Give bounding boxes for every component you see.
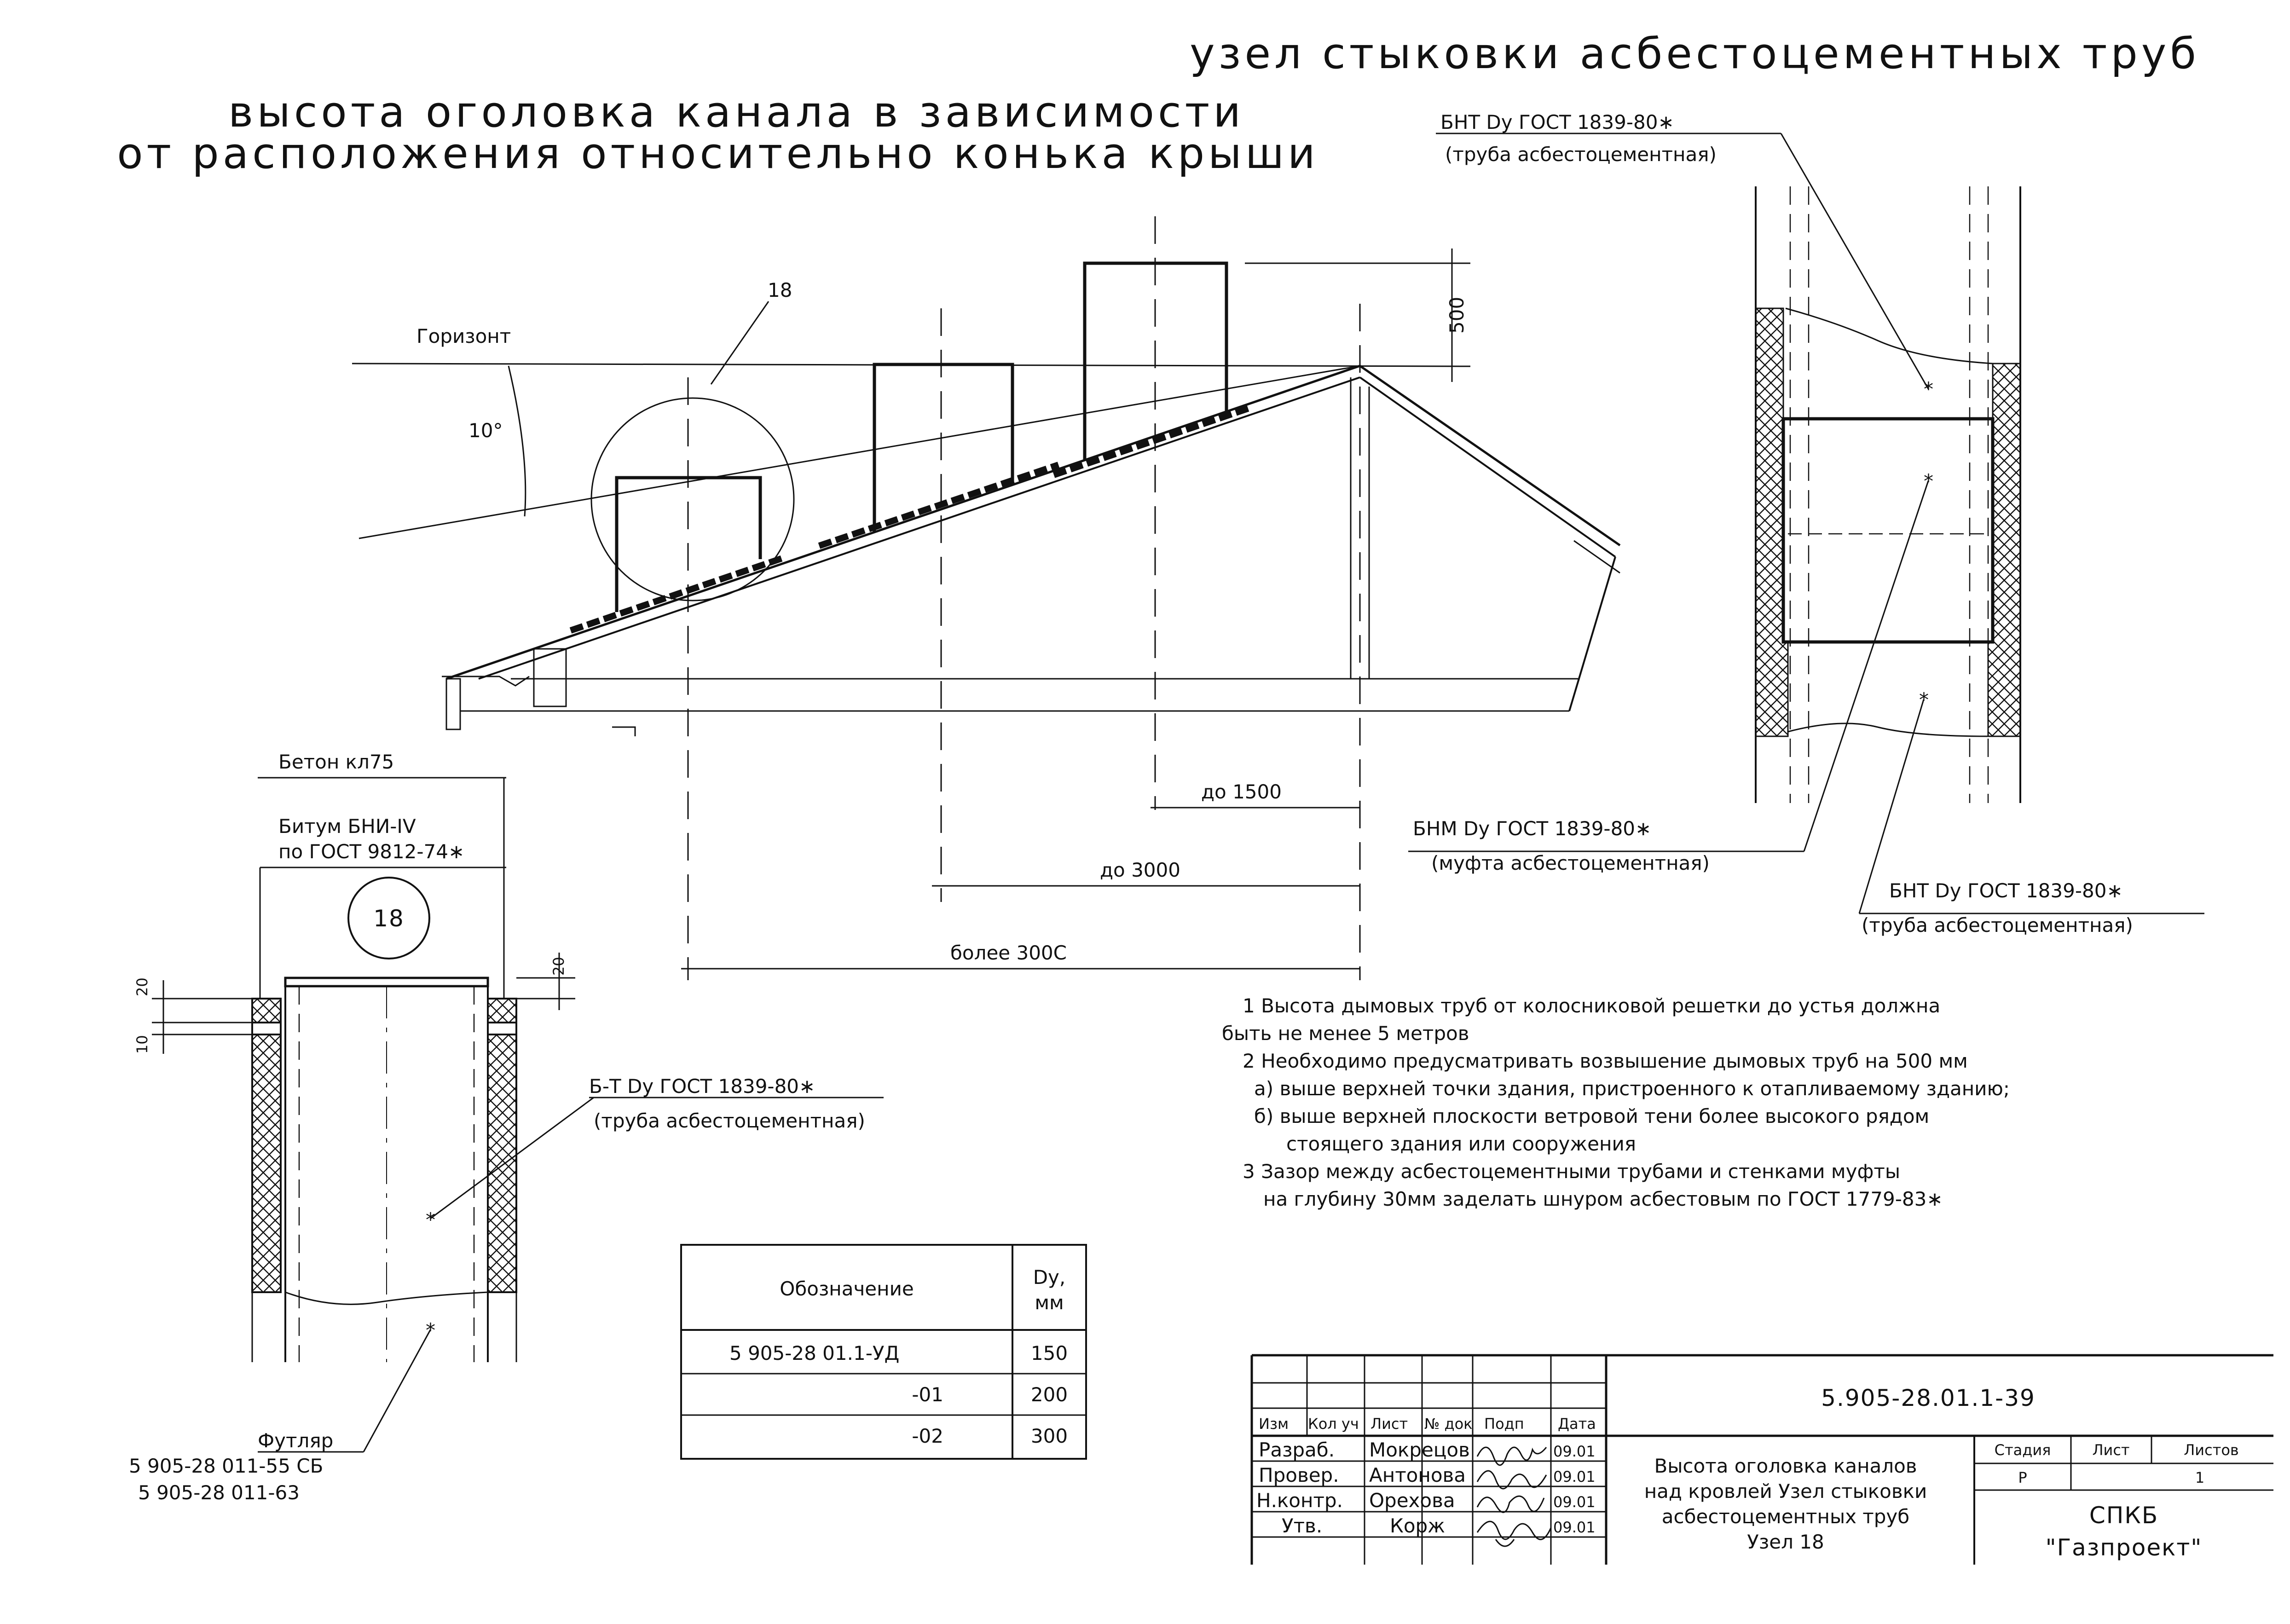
spec-row-name: -01 — [912, 1383, 943, 1406]
bnt-top-sub: (труба асбестоцементная) — [1445, 143, 1717, 166]
spec-row-name: 5 905-28 01.1-УД — [729, 1342, 899, 1364]
joint-title: узел стыковки асбестоцементных труб — [1190, 29, 2200, 78]
notes: 1 Высота дымовых труб от колосниковой ре… — [1222, 994, 2010, 1210]
spec-table: Обозначение Dy, мм 5 905-28 01.1-УД 150 … — [680, 1244, 1087, 1460]
sheets-label: Листов — [2184, 1441, 2239, 1459]
title-block: 5.905-28.01.1-39 Изм Кол уч Лист № док П… — [1250, 1354, 2273, 1565]
role-label: Н.контр. — [1256, 1489, 1343, 1512]
bitumen-label: Битум БНИ-IV — [278, 815, 416, 838]
bitumen-gost-label: по ГОСТ 9812-74∗ — [278, 840, 464, 863]
case-ref1: 5 905-28 011-55 СБ — [129, 1455, 323, 1477]
spec-row-name: -02 — [912, 1425, 943, 1447]
spec-header-name: Обозначение — [780, 1277, 914, 1300]
node-marker: 18 — [373, 905, 405, 932]
signatures — [1476, 1446, 1552, 1547]
dim-500: 500 — [1446, 297, 1468, 334]
asterisk-mark: * — [1924, 378, 1933, 400]
bnt-bottom-label: БНТ Dy ГОСТ 1839-80∗ — [1889, 879, 2123, 902]
spec-row-dy: 200 — [1031, 1383, 1068, 1406]
node-18-detail: Бетон кл75 Битум БНИ-IV по ГОСТ 9812-74∗… — [129, 751, 884, 1504]
dim-10-left: 10 — [133, 1035, 151, 1054]
bnm-sub: (муфта асбестоцементная) — [1431, 852, 1710, 874]
doc-title-1: Высота оголовка каналов — [1654, 1455, 1917, 1477]
role-label: Разраб. — [1259, 1439, 1335, 1461]
note-line: 3 Зазор между асбестоцементными трубами … — [1243, 1160, 1900, 1183]
sheets-value: 1 — [2195, 1469, 2204, 1486]
org-line-1: СПКБ — [2089, 1502, 2158, 1529]
role-label: Утв. — [1282, 1514, 1322, 1537]
note-line: на глубину 30мм заделать шнуром асбестов… — [1263, 1188, 1943, 1210]
pipe-label: Б-Т Dy ГОСТ 1839-80∗ — [589, 1075, 815, 1098]
note-line: 2 Необходимо предусматривать возвышение … — [1243, 1050, 1968, 1072]
col-izm: Изм — [1259, 1415, 1289, 1433]
doc-title-4: Узел 18 — [1747, 1531, 1824, 1553]
horizon-label: Горизонт — [416, 325, 511, 347]
spec-row-dy: 300 — [1031, 1425, 1068, 1447]
note-line: быть не менее 5 метров — [1222, 1022, 1469, 1045]
role-date: 09.01 — [1553, 1519, 1596, 1536]
spec-header-unit: мм — [1035, 1291, 1064, 1314]
case-ref2: 5 905-28 011-63 — [138, 1481, 300, 1504]
col-kol: Кол уч — [1308, 1415, 1359, 1433]
dim-1500: до 1500 — [1201, 780, 1282, 803]
spec-header-dy: Dy, — [1033, 1266, 1066, 1289]
note-line: а) выше верхней точки здания, пристроенн… — [1254, 1077, 2010, 1100]
doc-title-3: асбестоцементных труб — [1662, 1505, 1909, 1528]
col-list: Лист — [1371, 1415, 1408, 1433]
role-date: 09.01 — [1553, 1468, 1596, 1485]
note-line: 1 Высота дымовых труб от колосниковой ре… — [1243, 994, 1940, 1017]
dim-20-right: 20 — [550, 957, 567, 976]
dim-20-left: 20 — [133, 977, 151, 996]
bnt-bottom-sub: (труба асбестоцементная) — [1862, 914, 2133, 936]
col-doc: № док — [1424, 1415, 1472, 1433]
col-podp: Подп — [1484, 1415, 1524, 1433]
concrete-label: Бетон кл75 — [278, 751, 394, 773]
role-date: 09.01 — [1553, 1493, 1596, 1511]
roof-diagram: Горизонт 10° — [352, 216, 1621, 980]
asterisk-mark: * — [1924, 470, 1933, 492]
doc-title-2: над кровлей Узел стыковки — [1644, 1480, 1927, 1503]
angle-label: 10° — [468, 419, 503, 442]
bnt-top-label: БНТ Dy ГОСТ 1839-80∗ — [1440, 111, 1674, 133]
role-name: Корж — [1390, 1514, 1445, 1537]
role-name: Антонова — [1369, 1464, 1466, 1486]
bnm-label: БНМ Dy ГОСТ 1839-80∗ — [1413, 817, 1651, 840]
asterisk-mark: * — [426, 1319, 435, 1341]
pipe-sub: (труба асбестоцементная) — [594, 1110, 865, 1132]
dim-3000: до 3000 — [1100, 859, 1180, 881]
spec-row-dy: 150 — [1031, 1342, 1068, 1364]
stage-label: Стадия — [1995, 1441, 2051, 1459]
note-line: стоящего здания или сооружения — [1286, 1133, 1636, 1155]
case-label: Футляр — [258, 1429, 333, 1452]
col-data: Дата — [1558, 1415, 1596, 1433]
role-name: Орехова — [1369, 1489, 1455, 1512]
role-name: Мокрецов — [1369, 1439, 1470, 1461]
stage-value: Р — [2018, 1469, 2027, 1486]
role-label: Провер. — [1259, 1464, 1339, 1486]
callout-18: 18 — [768, 279, 792, 301]
joint-diagram: * БНТ Dy ГОСТ 1839-80∗ (труба асбестоцем… — [1408, 111, 2204, 936]
sheet-label: Лист — [2092, 1441, 2129, 1459]
doc-code: 5.905-28.01.1-39 — [1821, 1385, 2036, 1411]
dim-more-3000: более 300С — [950, 942, 1067, 964]
main-title-line2: от расположения относительно конька крыш… — [117, 129, 1319, 178]
role-date: 09.01 — [1553, 1443, 1596, 1460]
asterisk-mark: * — [1919, 688, 1929, 711]
asterisk-mark: * — [426, 1208, 435, 1231]
note-line: б) выше верхней плоскости ветровой тени … — [1254, 1105, 1929, 1127]
main-title-line1: высота оголовка канала в зависимости — [228, 87, 1244, 137]
org-line-2: "Газпроект" — [2046, 1534, 2203, 1561]
